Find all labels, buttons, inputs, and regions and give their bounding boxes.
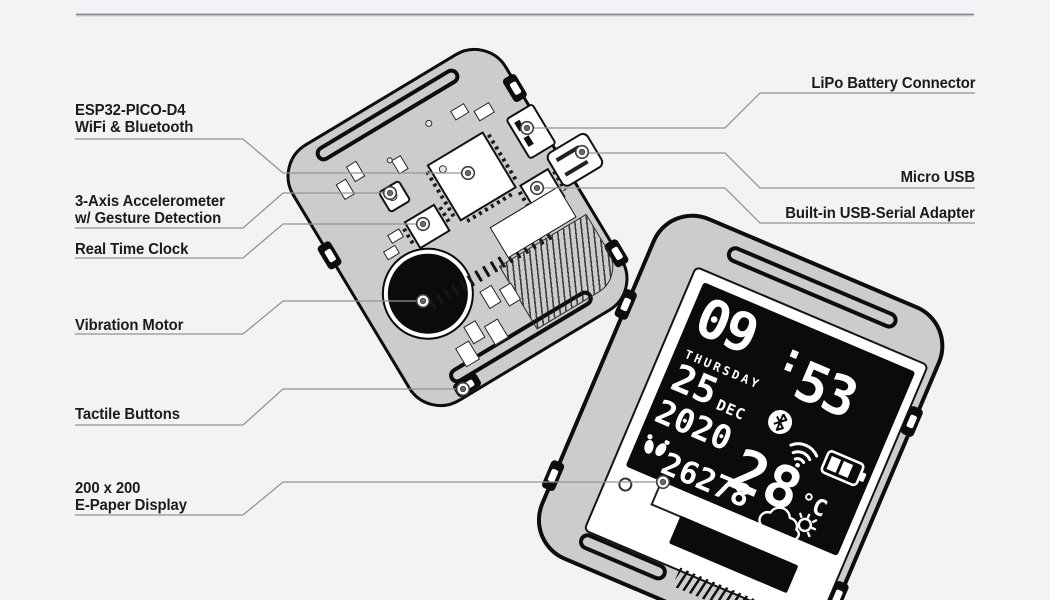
passive-component — [387, 228, 405, 245]
leader-battery-connector — [533, 92, 975, 129]
tactile-button — [501, 72, 529, 104]
label-line: Micro USB — [900, 169, 975, 186]
label-accelerometer: 3-Axis Accelerometer w/ Gesture Detectio… — [75, 193, 225, 227]
usb-detail — [564, 159, 589, 177]
label-line: Real Time Clock — [75, 241, 189, 258]
tactile-button — [316, 239, 343, 271]
connector-pin — [514, 119, 525, 132]
label-tactile-buttons: Tactile Buttons — [75, 406, 180, 423]
passive-component — [335, 178, 356, 201]
passive-component — [345, 160, 366, 183]
connector-pin — [523, 135, 534, 147]
label-micro-usb: Micro USB — [901, 169, 975, 186]
esp32-antenna-dot — [437, 163, 449, 175]
label-line: 200 x 200 — [75, 480, 141, 497]
label-line: LiPo Battery Connector — [810, 75, 975, 92]
label-line: Vibration Motor — [75, 317, 184, 334]
fiducial-dot — [423, 118, 434, 129]
footsteps-icon — [644, 434, 670, 456]
label-esp32: ESP32-PICO-D4 WiFi & Bluetooth — [75, 102, 193, 136]
label-battery-connector: LiPo Battery Connector — [811, 75, 975, 92]
accel-pins — [402, 227, 417, 247]
tactile-button — [540, 459, 566, 493]
passive-component — [473, 101, 495, 122]
epaper-screen: 09 : 53 THURSDAY 25 DEC 2020 — [625, 282, 916, 557]
rtc-chip — [377, 179, 412, 214]
accelerometer-chip — [402, 203, 453, 250]
esp32-pins — [486, 133, 519, 183]
label-epaper-display: 200 x 200 E-Paper Display — [75, 480, 187, 514]
usb-detail — [555, 145, 580, 163]
label-line: 3-Axis Accelerometer — [75, 193, 225, 210]
passive-component — [450, 102, 470, 121]
label-line: E-Paper Display — [75, 497, 187, 514]
rtc-dot — [385, 189, 400, 203]
label-line: Built-in USB-Serial Adapter — [785, 205, 975, 222]
passive-component — [391, 154, 409, 175]
label-line: WiFi & Bluetooth — [75, 119, 194, 136]
bluetooth-icon — [768, 410, 793, 435]
battery-icon — [820, 450, 867, 487]
cloud-sun-icon — [758, 506, 818, 541]
label-line: Tactile Buttons — [75, 406, 180, 423]
label-line: ESP32-PICO-D4 — [75, 102, 186, 119]
watch-front-view: 09 : 53 THURSDAY 25 DEC 2020 — [523, 200, 959, 600]
label-rtc: Real Time Clock — [75, 241, 188, 258]
passive-component — [382, 244, 401, 261]
label-usb-serial: Built-in USB-Serial Adapter — [785, 205, 975, 222]
strap-slot-top — [312, 65, 463, 165]
pcb-back-view — [272, 33, 643, 422]
label-line: w/ Gesture Detection — [75, 210, 222, 227]
label-vibration-motor: Vibration Motor — [75, 317, 183, 334]
wifi-icon — [789, 442, 819, 468]
